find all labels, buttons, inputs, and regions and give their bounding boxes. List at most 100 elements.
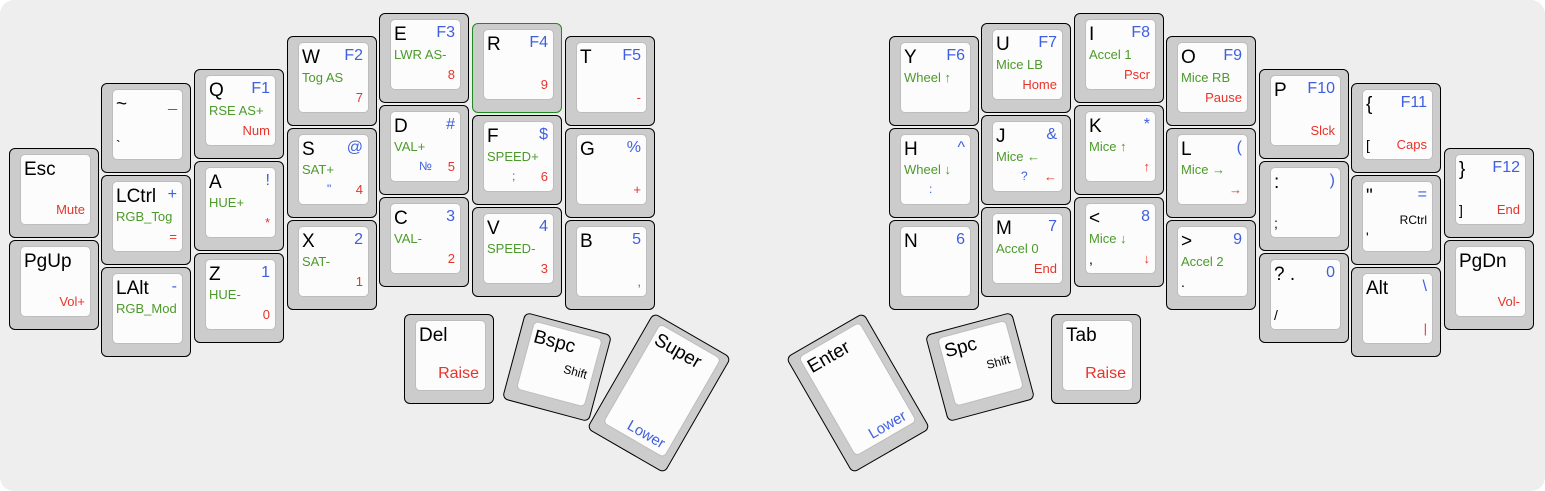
legend-bottom-right: Pscr xyxy=(1124,67,1150,82)
key-rbrace[interactable]: }F12]End xyxy=(1444,148,1534,238)
key-g[interactable]: G%+ xyxy=(565,128,655,218)
keycap: Alt\| xyxy=(1362,273,1433,344)
legend-primary: > xyxy=(1181,231,1193,252)
legend-top-right: F7 xyxy=(1038,34,1057,51)
legend-top-right: 4 xyxy=(539,218,548,235)
key-semi[interactable]: :); xyxy=(1259,161,1349,251)
legend-top-right: 7 xyxy=(1048,218,1057,235)
legend-primary: ? . xyxy=(1274,264,1296,285)
legend-top-right: F11 xyxy=(1400,94,1427,111)
key-slash[interactable]: ? .0/ xyxy=(1259,253,1349,343)
legend-primary: J xyxy=(996,126,1006,147)
legend-primary: PgDn xyxy=(1459,251,1507,272)
legend-middle: Accel 2 xyxy=(1181,254,1224,269)
legend-top-right: F6 xyxy=(946,47,965,64)
legend-middle: HUE- xyxy=(209,287,241,302)
legend-top-right: 6 xyxy=(956,231,965,248)
key-alt[interactable]: Alt\| xyxy=(1351,267,1441,357)
legend-top-right: + xyxy=(167,186,177,203)
legend-bottom-middle: : xyxy=(929,182,933,196)
keycap: ? .0/ xyxy=(1270,259,1341,330)
legend-top-right: F3 xyxy=(436,24,455,41)
legend-bottom-left: ] xyxy=(1459,202,1463,218)
legend-primary: ~ xyxy=(116,94,128,115)
legend-bottom-middle: ; xyxy=(512,169,516,183)
legend-primary: Del xyxy=(419,325,448,346)
legend-middle: Accel 1 xyxy=(1089,47,1132,62)
key-k[interactable]: K*Mice ↑↑ xyxy=(1074,105,1164,195)
legend-primary: X xyxy=(302,231,315,252)
legend-primary: } xyxy=(1459,159,1466,180)
key-lctrl[interactable]: LCtrl+RGB_Tog= xyxy=(101,175,191,265)
legend-middle: Accel 0 xyxy=(996,241,1039,256)
key-tilde[interactable]: ~_` xyxy=(101,83,191,173)
key-lalt[interactable]: LAlt-RGB_Mod xyxy=(101,267,191,357)
legend-bottom-right: - xyxy=(636,90,641,105)
key-quote[interactable]: "='RCtrl xyxy=(1351,175,1441,265)
legend-primary: < xyxy=(1089,208,1101,229)
legend-primary: Esc xyxy=(24,159,56,180)
legend-bottom-left: ` xyxy=(116,137,121,153)
key-h[interactable]: H^Wheel ↓: xyxy=(889,128,979,218)
legend-middle: RSE AS+ xyxy=(209,103,264,118)
legend-top-right: F2 xyxy=(344,47,363,64)
legend-bottom-right: 5 xyxy=(447,159,455,174)
key-f[interactable]: F$SPEED+;6 xyxy=(472,115,562,205)
legend-bottom-right: + xyxy=(633,182,641,197)
legend-primary: D xyxy=(394,116,408,137)
key-s[interactable]: S@SAT+"4 xyxy=(287,128,377,218)
key-lbrace[interactable]: {F11[Caps xyxy=(1351,83,1441,173)
legend-primary: Super xyxy=(650,329,705,374)
legend-middle: SAT- xyxy=(302,254,330,269)
legend-bottom-right: = xyxy=(169,229,177,244)
key-l[interactable]: L(Mice →→ xyxy=(1166,128,1256,218)
key-j[interactable]: J&Mice ←?← xyxy=(981,115,1071,205)
legend-primary: W xyxy=(302,47,320,68)
legend-bottom-right: 0 xyxy=(262,307,270,322)
legend-top-right: F9 xyxy=(1223,47,1242,64)
key-a[interactable]: A!HUE+* xyxy=(194,161,284,251)
legend-top-right: F5 xyxy=(622,47,641,64)
legend-primary: M xyxy=(996,218,1012,239)
